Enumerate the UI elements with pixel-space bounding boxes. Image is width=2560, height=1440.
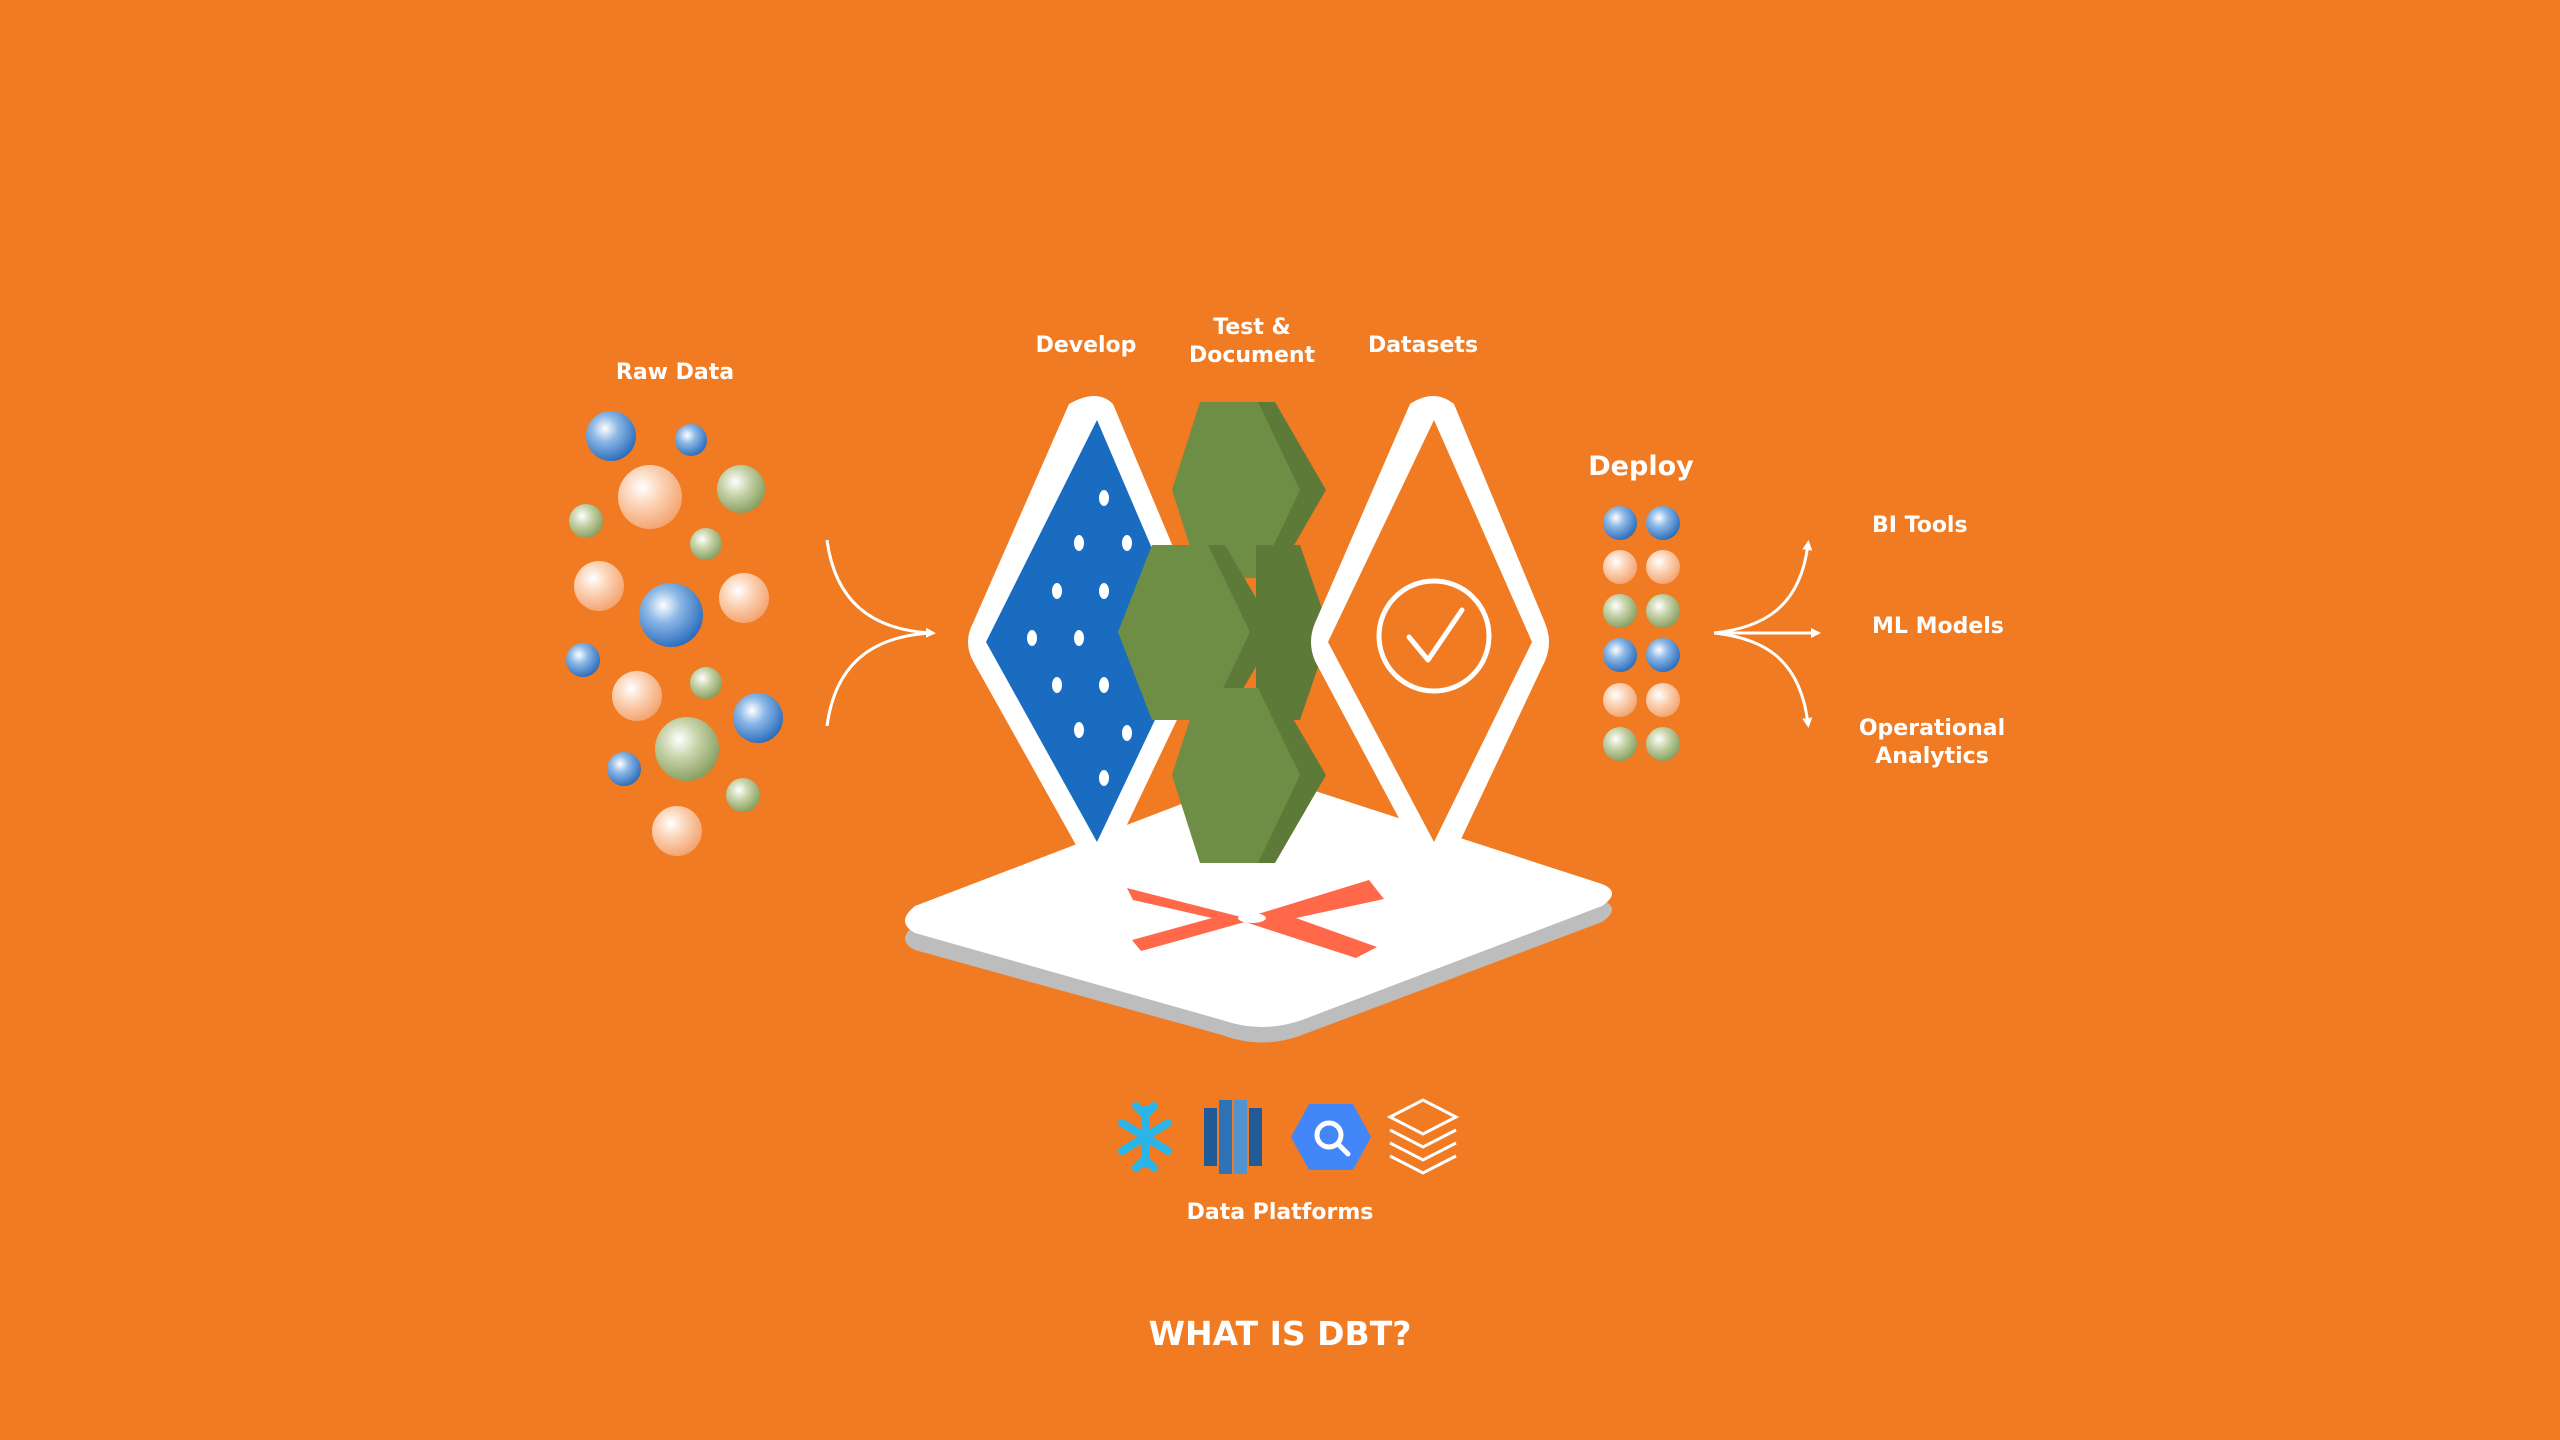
data-platforms-label: Data Platforms <box>1187 1200 1374 1225</box>
check-icon <box>1376 578 1492 694</box>
test-label-line1: Test & <box>1213 315 1290 340</box>
deploy-label: Deploy <box>1588 451 1694 482</box>
page-title: WHAT IS DBT? <box>1149 1314 1412 1353</box>
snowflake-icon <box>1118 1102 1172 1172</box>
input-arrow <box>825 539 936 727</box>
deploy-dots <box>1603 506 1680 761</box>
raw-data-bubbles <box>566 411 783 856</box>
develop-label: Develop <box>1036 333 1137 358</box>
operational-label-line2: Analytics <box>1875 744 1989 769</box>
raw-data-label: Raw Data <box>616 360 734 385</box>
databricks-icon <box>1386 1098 1460 1175</box>
ml-models-label: ML Models <box>1872 614 2004 639</box>
bi-tools-label: BI Tools <box>1872 513 1968 538</box>
datasets-diamond <box>1311 396 1549 864</box>
develop-dots <box>1027 490 1132 786</box>
datasets-label: Datasets <box>1368 333 1478 358</box>
output-arrows <box>1713 540 1821 728</box>
test-document-hexagons <box>1118 402 1330 863</box>
dbt-logo <box>1127 880 1384 958</box>
redshift-icon <box>1204 1100 1262 1174</box>
bigquery-icon <box>1291 1104 1371 1170</box>
operational-label-line1: Operational <box>1859 716 2005 741</box>
test-label-line2: Document <box>1189 343 1316 368</box>
develop-diamond <box>968 396 1209 864</box>
